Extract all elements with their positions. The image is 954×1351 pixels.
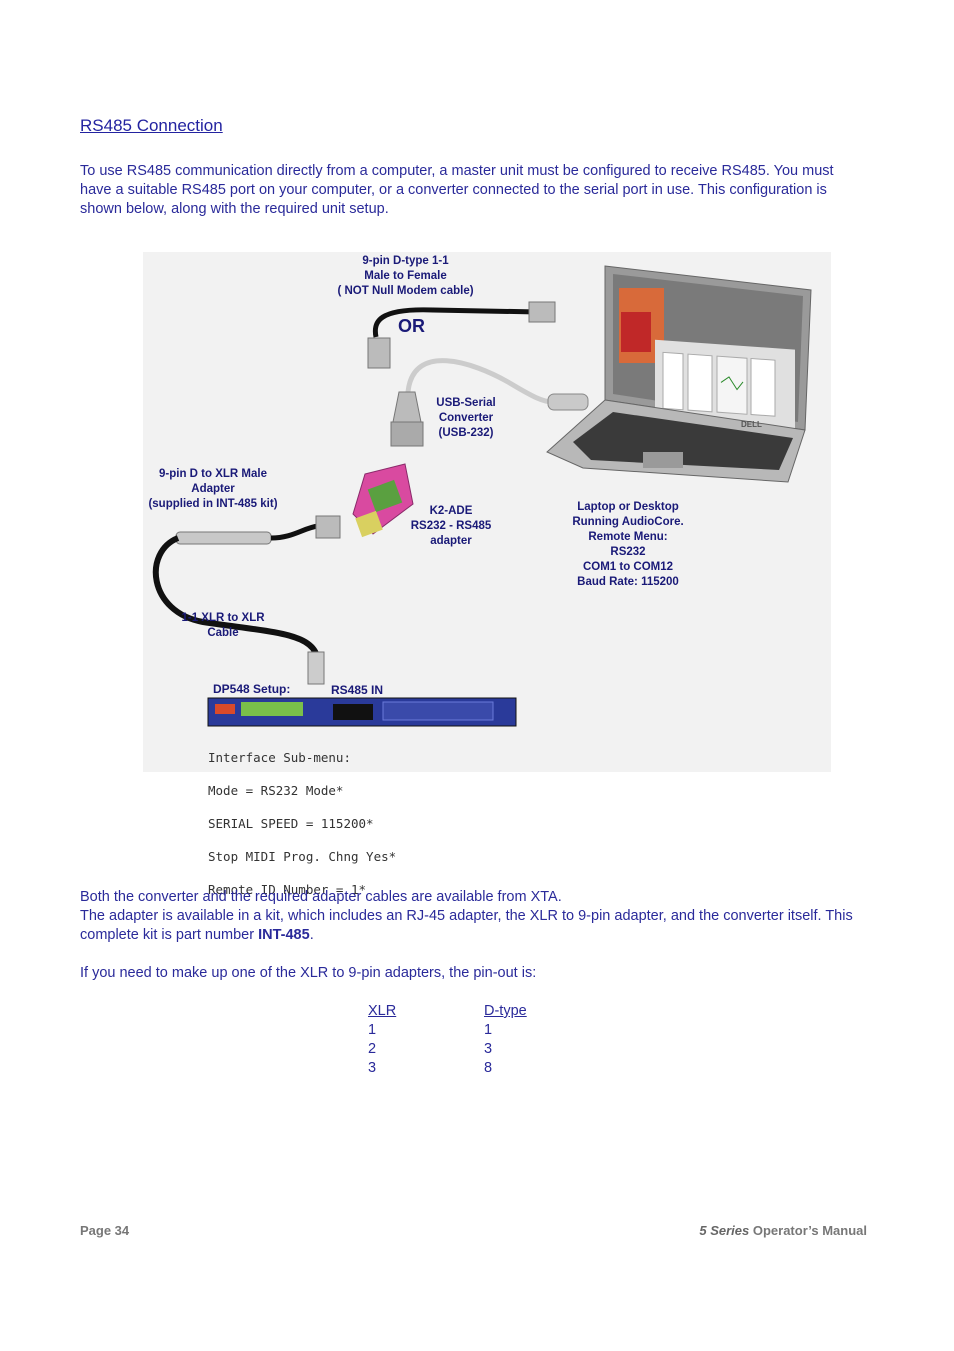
cable-label: 9-pin D-type 1-1 Male to Female ( NOT Nu… <box>323 254 488 299</box>
xlr-to-db9-adapter <box>176 532 271 544</box>
dp548-setup-label: DP548 Setup: <box>213 682 290 696</box>
pinout-header-xlr: XLR <box>368 1002 484 1021</box>
xlr-adapter-label: 9-pin D to XLR Male Adapter (supplied in… <box>143 467 283 512</box>
dp548-rack-unit <box>208 698 516 726</box>
usb-serial-label: USB-Serial Converter (USB-232) <box>425 396 507 441</box>
kit-part-number: INT-485 <box>258 927 310 943</box>
usb-plug <box>548 394 588 410</box>
pinout-header-row: XLR D-type <box>368 1002 527 1021</box>
body-p2b: complete kit is part number INT-485. <box>80 926 870 945</box>
body-p2a: The adapter is available in a kit, which… <box>80 907 870 926</box>
pinout-header-dtype: D-type <box>484 1002 527 1021</box>
k2-ade-label: K2-ADE RS232 - RS485 adapter <box>405 504 497 549</box>
intro-line-2: have a suitable RS485 port on your compu… <box>80 181 870 200</box>
connection-diagram: DELL 9-pin D-type <box>143 252 831 772</box>
body-text: Both the converter and the required adap… <box>80 888 870 983</box>
laptop-label: Laptop or Desktop Running AudioCore. Rem… <box>558 500 698 590</box>
xlr-cable-label: 1-1 XLR to XLR Cable <box>163 611 283 641</box>
db9-connector-left <box>368 338 390 368</box>
dell-logo: DELL <box>741 420 762 429</box>
or-label: OR <box>398 316 425 337</box>
page-number: Page 34 <box>80 1223 129 1238</box>
xlr-plug <box>308 652 324 684</box>
intro-paragraph: To use RS485 communication directly from… <box>80 162 870 219</box>
manual-title: 5 Series Operator’s Manual <box>699 1223 867 1238</box>
body-p1: Both the converter and the required adap… <box>80 888 870 907</box>
section-heading: RS485 Connection <box>80 116 223 136</box>
intro-line-1: To use RS485 communication directly from… <box>80 162 870 181</box>
db9-connector-top <box>529 302 555 322</box>
rs485-in-label: RS485 IN <box>331 683 383 697</box>
series-brand: 5 Series <box>699 1223 749 1238</box>
body-p3: If you need to make up one of the XLR to… <box>80 964 870 983</box>
intro-line-3: shown below, along with the required uni… <box>80 200 870 219</box>
